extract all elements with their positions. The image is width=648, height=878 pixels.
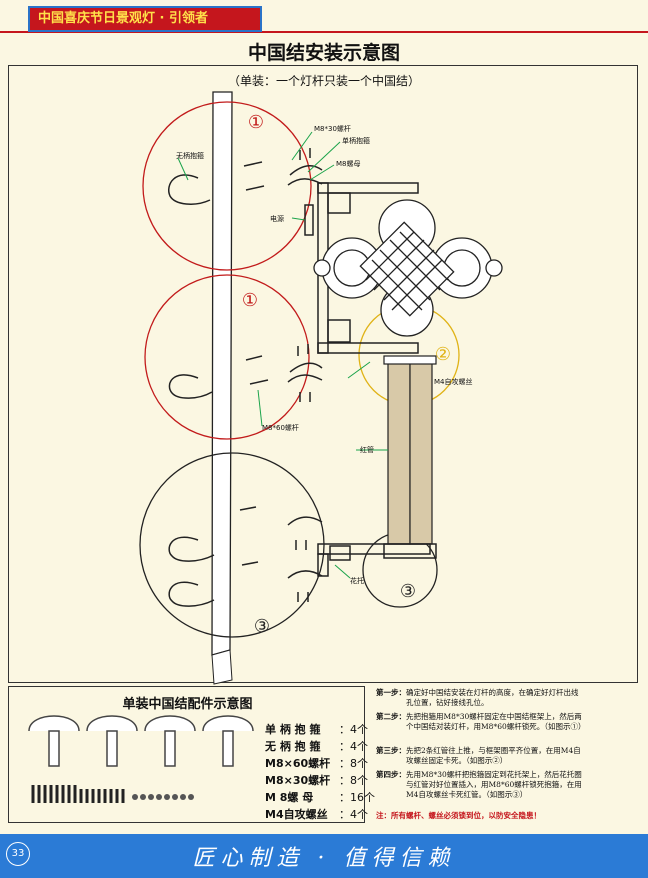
part-row: 单 柄 抱 箍：4个 [265,723,368,736]
part-row: M 8螺 母：16个 [265,791,375,804]
chinese-knot [313,199,503,337]
label-power: 电源 [270,214,284,223]
footer-slogan: 匠心制造 · 值得信赖 [192,846,456,871]
flower-bracket [317,543,437,577]
label-red-tube: 红管 [360,445,374,454]
step-2: 第二步：先把抱箍用M8*30螺杆固定在中国结框架上，然后两个中国结对装灯杆，用M… [376,712,586,731]
header-brand: 中国喜庆节日景观灯 · 引领者 [28,6,262,32]
page-subtitle: （单装：一个灯杆只装一个中国结） [227,74,420,88]
step-4: 第四步：先用M8*30螺杆把抱箍固定到花托架上，然后花托圈与红管对好位置插入，用… [376,770,582,799]
header-rule [0,31,648,33]
footer-bar [0,834,648,878]
part-row: M8×30螺杆：8个 [265,774,368,787]
red-tubes [383,355,437,545]
parts-panel: 单装中国结配件示意图 单 柄 抱 箍：4个 无 柄 抱 箍：4个 M8×60螺杆… [8,686,375,823]
callout-circle-3-big [139,452,325,638]
callout-2: ② [435,344,451,365]
safety-note: 注：所有螺杆、螺丝必须锁到位，以防安全隐患！ [376,811,541,820]
clamps-middle [168,344,323,402]
label-single-clamp: 单柄抱箍 [342,136,370,145]
step-3: 第三步：先把2条红管往上推，与框架圈平齐位置，在用M4自攻螺丝固定卡死。（如图示… [376,746,581,765]
lamp-pole [211,91,233,656]
label-m4-screw: M4自攻螺丝 [434,377,473,386]
diagram-frame [8,65,638,683]
callout-circle-1-top [142,101,312,271]
parts-illustration [28,715,254,803]
clamps-bottom [168,506,323,607]
label-m8x30: M8*30螺杆 [314,124,351,133]
page-number: 33 [6,842,30,866]
callout-circle-1-mid [144,274,310,440]
label-m8-nut: M8螺母 [336,159,361,168]
callout-1-mid: ① [242,290,258,311]
callout-1-top: ① [248,112,264,133]
parts-title: 单装中国结配件示意图 [122,697,253,712]
clamps-top [168,148,323,205]
part-row: 无 柄 抱 箍：4个 [265,740,368,753]
step-1: 第一步：确定好中国结安装在灯杆的高度，在确定好灯杆出线孔位置，钻好接线孔位。 [376,688,579,707]
label-m8x60: M8*60螺杆 [262,423,299,432]
label-flower-bracket: 花托 [350,576,364,585]
label-no-handle-clamp: 无柄抱箍 [176,151,204,160]
part-row: M4自攻螺丝：4个 [265,808,368,821]
label-leaders [177,131,388,579]
install-steps: 第一步：确定好中国结安装在灯杆的高度，在确定好灯杆出线孔位置，钻好接线孔位。 第… [372,686,642,823]
callout-3-big: ③ [254,616,270,637]
installation-diagram: ① ① ② ③ ③ M8*30螺杆 单柄抱箍 M8螺母 无柄抱箍 电源 M4自攻… [139,91,503,685]
part-row: M8×60螺杆：8个 [265,757,368,770]
page-title: 中国结安装示意图 [247,42,400,64]
callout-3-small: ③ [400,581,416,602]
